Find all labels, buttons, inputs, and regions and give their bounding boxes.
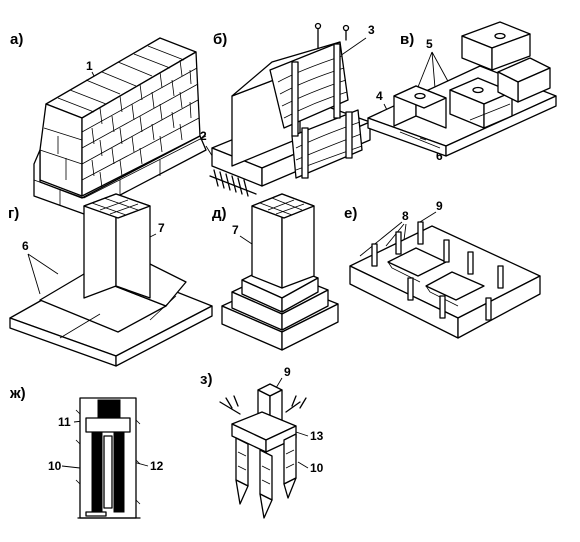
panel-zh-callout-10: 10 [48, 459, 62, 473]
panel-b-leader-3 [339, 37, 367, 57]
brick-column-top [83, 193, 151, 219]
grillage-beam [85, 417, 131, 433]
panel-e-callout-9: 9 [436, 199, 443, 213]
panel-d-letter: д) [212, 205, 227, 222]
slab-dowels [371, 221, 504, 321]
panel-z-letter: з) [200, 371, 212, 388]
panel-g-callout-7: 7 [158, 221, 165, 235]
panel-zh-callout-12: 12 [150, 459, 164, 473]
panel-zh-letter: ж) [9, 385, 26, 402]
panel-b-letter: б) [213, 31, 227, 48]
precast-slab-side [457, 275, 541, 339]
panel-e-leader-9 [419, 211, 437, 223]
pile-cap [97, 399, 121, 419]
panel-b: б) 3 2 [200, 22, 375, 197]
panel-zh: ж) 11 10 12 [9, 385, 164, 519]
socket-opening-2 [425, 271, 485, 301]
panel-z-callout-10: 10 [310, 461, 324, 475]
panel-d: д) 7 1 [212, 193, 339, 351]
haunch-edges [59, 295, 177, 339]
panel-z-callout-9: 9 [284, 365, 291, 379]
pile-right [113, 431, 125, 513]
rebar-stubs [209, 169, 257, 197]
wall-footing [33, 135, 207, 215]
panel-e-letter: е) [344, 205, 357, 222]
panel-d-leader-7 [239, 235, 253, 245]
block-joint-lines [399, 103, 511, 149]
panel-g-callout-6: 6 [22, 239, 29, 253]
panel-v-callout-4: 4 [376, 89, 383, 103]
wall-blocks [393, 21, 551, 129]
panel-g-leader-6 [27, 253, 59, 295]
wall-stone-courses [39, 45, 200, 189]
block-footing-side [445, 95, 557, 157]
panel-z-callout-13: 13 [310, 429, 324, 443]
panel-v: в) 5 4 6 [367, 21, 557, 163]
rubble-step-1-side [281, 277, 319, 313]
wall-end-face [39, 103, 83, 197]
panel-e: е) 8 9 [344, 199, 541, 339]
panel-a: а) 1 [10, 31, 207, 215]
panel-e-callout-8: 8 [402, 209, 409, 223]
panel-g: г) 7 6 [8, 193, 213, 367]
rubble-step-3-side [281, 303, 339, 351]
panel-z-leader-13 [295, 431, 309, 437]
panel-v-callout-5: 5 [426, 37, 433, 51]
panel-z-leader-9 [275, 377, 283, 389]
pile-core [103, 435, 113, 509]
pile-group [235, 433, 297, 519]
panel-v-letter: в) [400, 31, 414, 48]
panel-d-callout-7: 7 [232, 223, 239, 237]
formwork-lower-panel [291, 109, 363, 179]
formwork-upper-panel [269, 41, 349, 129]
column-footing-side [115, 305, 213, 367]
panel-b-callout-2: 2 [200, 129, 207, 143]
panel-a-callout-1: 1 [86, 59, 93, 73]
rubble-step-2-side [281, 289, 329, 331]
panel-a-letter: а) [10, 31, 23, 48]
panel-v-callout-6: 6 [436, 149, 443, 163]
panel-e-leader-8 [359, 221, 407, 257]
panel-zh-callout-11: 11 [58, 415, 71, 429]
panel-z: з) 9 13 10 [200, 365, 324, 519]
formwork-studs [291, 22, 353, 179]
panel-z-leader-10 [297, 461, 309, 469]
pile-left [91, 431, 103, 513]
panel-b-callout-3: 3 [368, 23, 375, 37]
panel-g-letter: г) [8, 205, 19, 222]
